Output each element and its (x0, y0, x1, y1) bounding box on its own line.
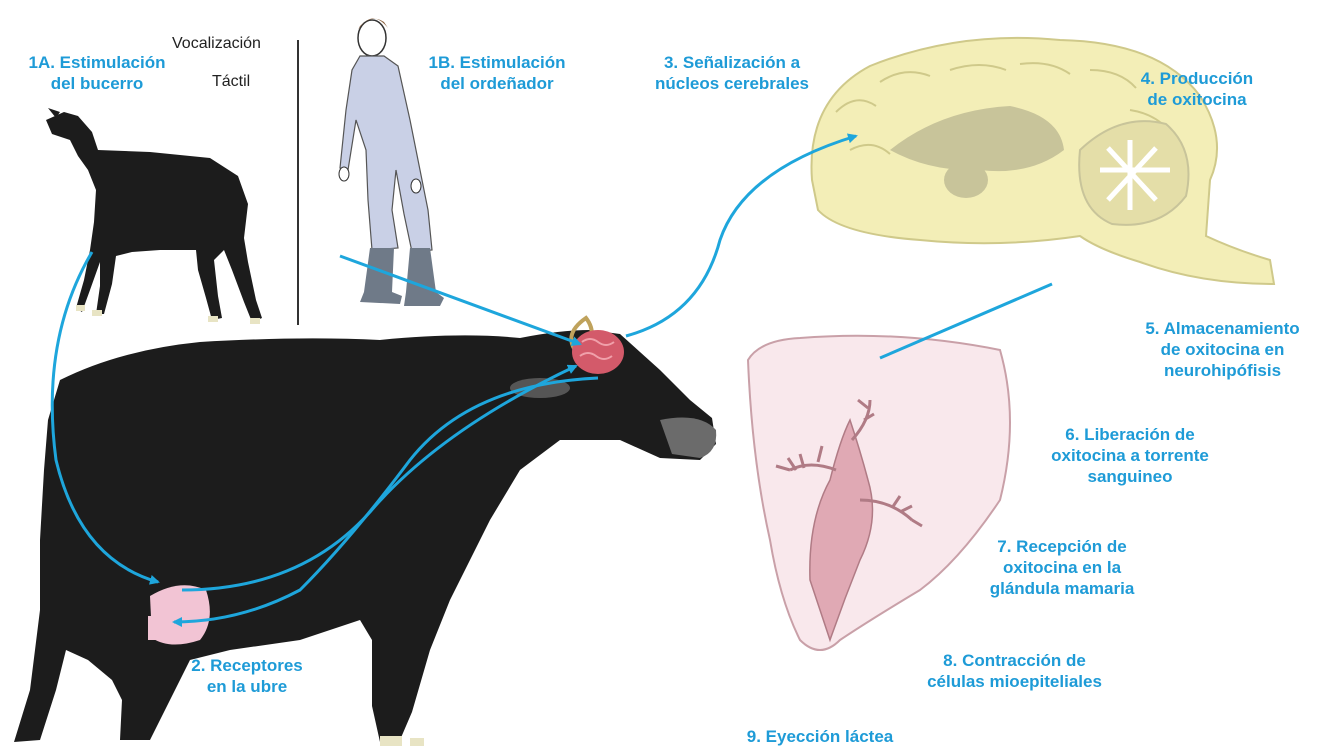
cow-illustration (14, 318, 716, 742)
label-9: 9. Eyección láctea (720, 726, 920, 747)
mammary-gland-illustration (748, 336, 1010, 650)
label-2: 2. Receptores en la ubre (172, 655, 322, 697)
label-6: 6. Liberación de oxitocina a torrente sa… (1020, 424, 1240, 487)
label-3: 3. Señalización a núcleos cerebrales (632, 52, 832, 94)
label-1a: 1A. Estimulación del bucerro (2, 52, 192, 94)
label-1b: 1B. Estimulación del ordeñador (402, 52, 592, 94)
label-8: 8. Contracción de células mioepiteliales (902, 650, 1127, 692)
cow-hooves (380, 736, 424, 746)
label-vocalizacion: Vocalización (172, 34, 261, 54)
label-4: 4. Producción de oxitocina (1112, 68, 1282, 110)
label-7: 7. Recepción de oxitocina en la glándula… (962, 536, 1162, 599)
label-tactil: Táctil (212, 72, 250, 92)
label-5: 5. Almacenamiento de oxitocina en neuroh… (1120, 318, 1325, 381)
calf-illustration (46, 108, 262, 322)
